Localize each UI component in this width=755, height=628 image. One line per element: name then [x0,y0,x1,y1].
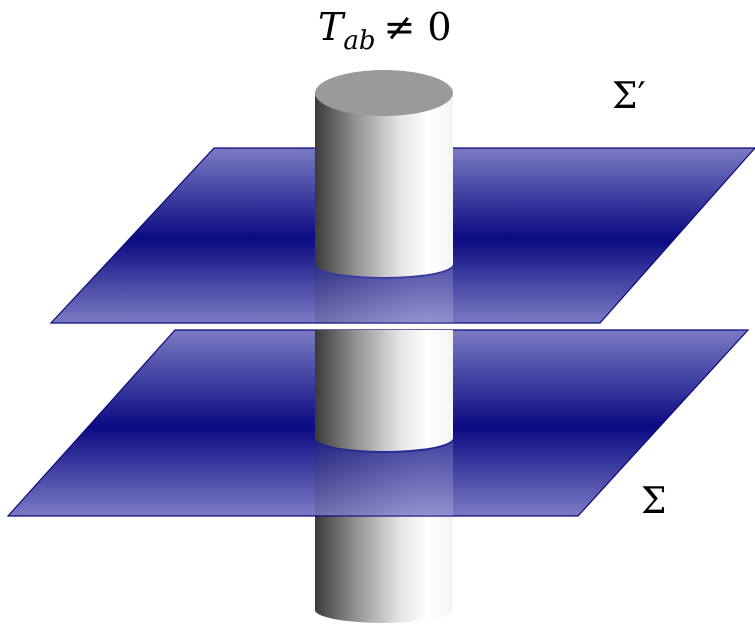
cylinder-through-lower-plane [315,440,453,516]
cylinder-through-upper-plane [315,266,453,323]
cylinder-top-segment [315,70,453,277]
cylinder-bottom-segment [315,510,453,623]
cylinder-top-cap [315,70,453,116]
upper-surface-label: Σ′ [612,76,646,117]
lower-surface-label: Σ [641,481,666,522]
stress-tensor-label: Tab≠ 0 [318,5,452,56]
cylinder-middle-segment [315,330,453,451]
